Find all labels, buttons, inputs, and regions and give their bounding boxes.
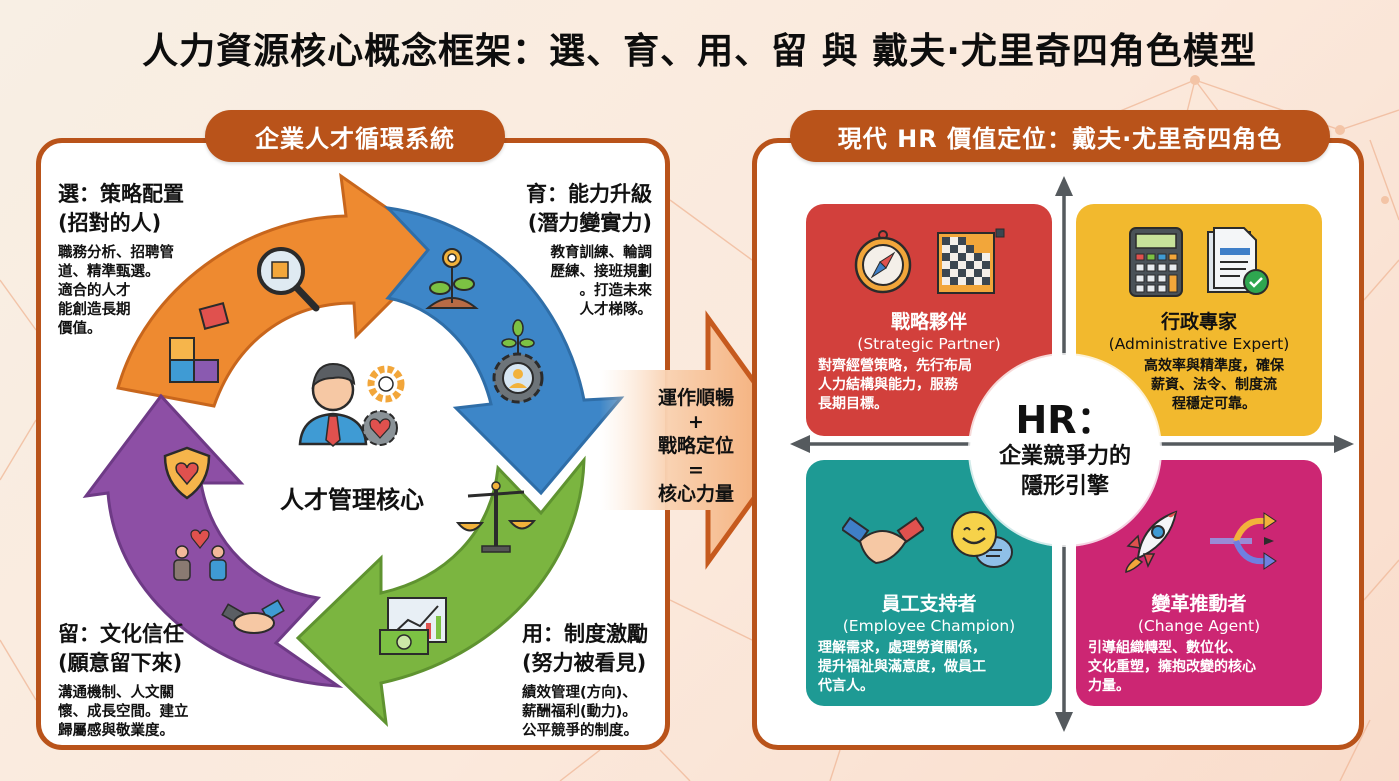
hub-subtitle-line2: 隱形引擎 — [1020, 474, 1109, 499]
people-heart-icon — [173, 529, 227, 581]
handshake-icon — [842, 516, 924, 565]
stage-retain-title: 留：文化信任 — [58, 622, 184, 646]
role-strategic-partner-en: (Strategic Partner) — [857, 335, 1001, 353]
hub-subtitle-line1: 企業競爭力的 — [998, 444, 1131, 469]
role-employee-champion-title: 員工支持者 — [881, 593, 977, 615]
hr-hub-circle: HR： 企業競爭力的 隱形引擎 — [970, 355, 1160, 545]
document-check-icon — [1207, 227, 1269, 295]
stage-retain-subtitle: (願意留下來) — [58, 651, 183, 675]
money-chart-icon — [379, 597, 447, 655]
role-employee-champion-en: (Employee Champion) — [842, 617, 1016, 635]
branching-arrows-icon — [1210, 512, 1277, 570]
stage-use-desc: 績效管理(方向)、 薪酬福利(動力)。 公平競爭的制度。 — [522, 685, 638, 739]
compass-icon — [854, 230, 912, 294]
role-strategic-partner: 戰略夥伴 (Strategic Partner) 對齊經營策略，先行布局 人力結… — [806, 204, 1052, 436]
stage-use-subtitle: (努力被看見) — [522, 651, 647, 675]
stage-use: 用：制度激勵 (努力被看見) 績效管理(方向)、 薪酬福利(動力)。 公平競爭的… — [522, 620, 672, 741]
talent-core-label: 人才管理核心 — [280, 486, 424, 514]
role-change-agent-en: (Change Agent) — [1137, 617, 1261, 635]
talent-cycle-diagram — [82, 172, 625, 728]
puzzle-pieces-icon — [169, 302, 230, 383]
balance-scale-icon — [455, 481, 537, 553]
stage-develop-desc: 教育訓練、輪調 歷練、接班規劃 。打造未來 人才梯隊。 — [550, 245, 653, 318]
stage-select-title: 選：策略配置 — [58, 182, 184, 206]
stage-develop: 育：能力升級 (潛力變實力) 教育訓練、輪調 歷練、接班規劃 。打造未來 人才梯… — [500, 180, 652, 320]
calculator-icon — [1129, 227, 1183, 297]
use-arrow — [295, 455, 586, 728]
stage-develop-subtitle: (潛力變實力) — [527, 211, 652, 235]
stage-develop-title: 育：能力升級 — [526, 182, 652, 206]
smiley-chat-icon — [951, 511, 1013, 568]
role-employee-champion-desc: 理解需求，處理勞資關係， 提升福祉與滿意度，做員工 代言人。 — [818, 640, 986, 694]
stage-use-title: 用：制度激勵 — [522, 622, 648, 646]
hub-title: HR： — [1015, 398, 1115, 442]
role-change-agent-desc: 引導組織轉型、數位化、 文化重塑，擁抱改變的核心 力量。 — [1088, 640, 1256, 694]
ulrich-model-tab: 現代 HR 價值定位：戴夫·尤里奇四角色 — [790, 110, 1330, 162]
shield-heart-icon — [163, 446, 211, 500]
role-strategic-partner-title: 戰略夥伴 — [890, 311, 967, 333]
stage-select-desc: 職務分析、招聘管 道、精準甄選。 適合的人才 能創造長期 價值。 — [58, 245, 174, 337]
stage-select: 選：策略配置 (招對的人) 職務分析、招聘管 道、精準甄選。 適合的人才 能創造… — [58, 180, 228, 339]
chessboard-icon — [937, 228, 1005, 294]
connector-equation: 運作順暢 + 戰略定位 = 核心力量 — [657, 387, 734, 505]
sprout-gear-icon — [425, 248, 479, 309]
rocket-icon — [1125, 510, 1178, 573]
role-administrative-expert-title: 行政專家 — [1160, 311, 1237, 333]
stage-retain: 留：文化信任 (願意留下來) 溝通機制、人文關 懷、成長空間。建立 歸屬感與敬業… — [58, 620, 258, 741]
talent-cycle-tab: 企業人才循環系統 — [205, 110, 505, 162]
person-with-gears-icon — [298, 362, 405, 447]
stage-retain-desc: 溝通機制、人文關 懷、成長空間。建立 歸屬感與敬業度。 — [58, 685, 189, 739]
stage-select-subtitle: (招對的人) — [58, 211, 162, 235]
handshake-icon — [221, 599, 285, 634]
role-change-agent-title: 變革推動者 — [1151, 593, 1247, 615]
page-title: 人力資源核心概念框架：選、育、用、留 與 戴夫·尤里奇四角色模型 — [142, 31, 1257, 72]
role-administrative-expert-desc: 高效率與精準度，確保 薪資、法令、制度流 程穩定可靠。 — [1144, 358, 1284, 412]
gear-person-sprout-icon — [492, 319, 544, 404]
magnifier-puzzle-icon — [257, 247, 320, 312]
role-administrative-expert-en: (Administrative Expert) — [1108, 335, 1290, 353]
role-strategic-partner-desc: 對齊經營策略，先行布局 人力結構與能力，服務 長期目標。 — [818, 358, 972, 412]
